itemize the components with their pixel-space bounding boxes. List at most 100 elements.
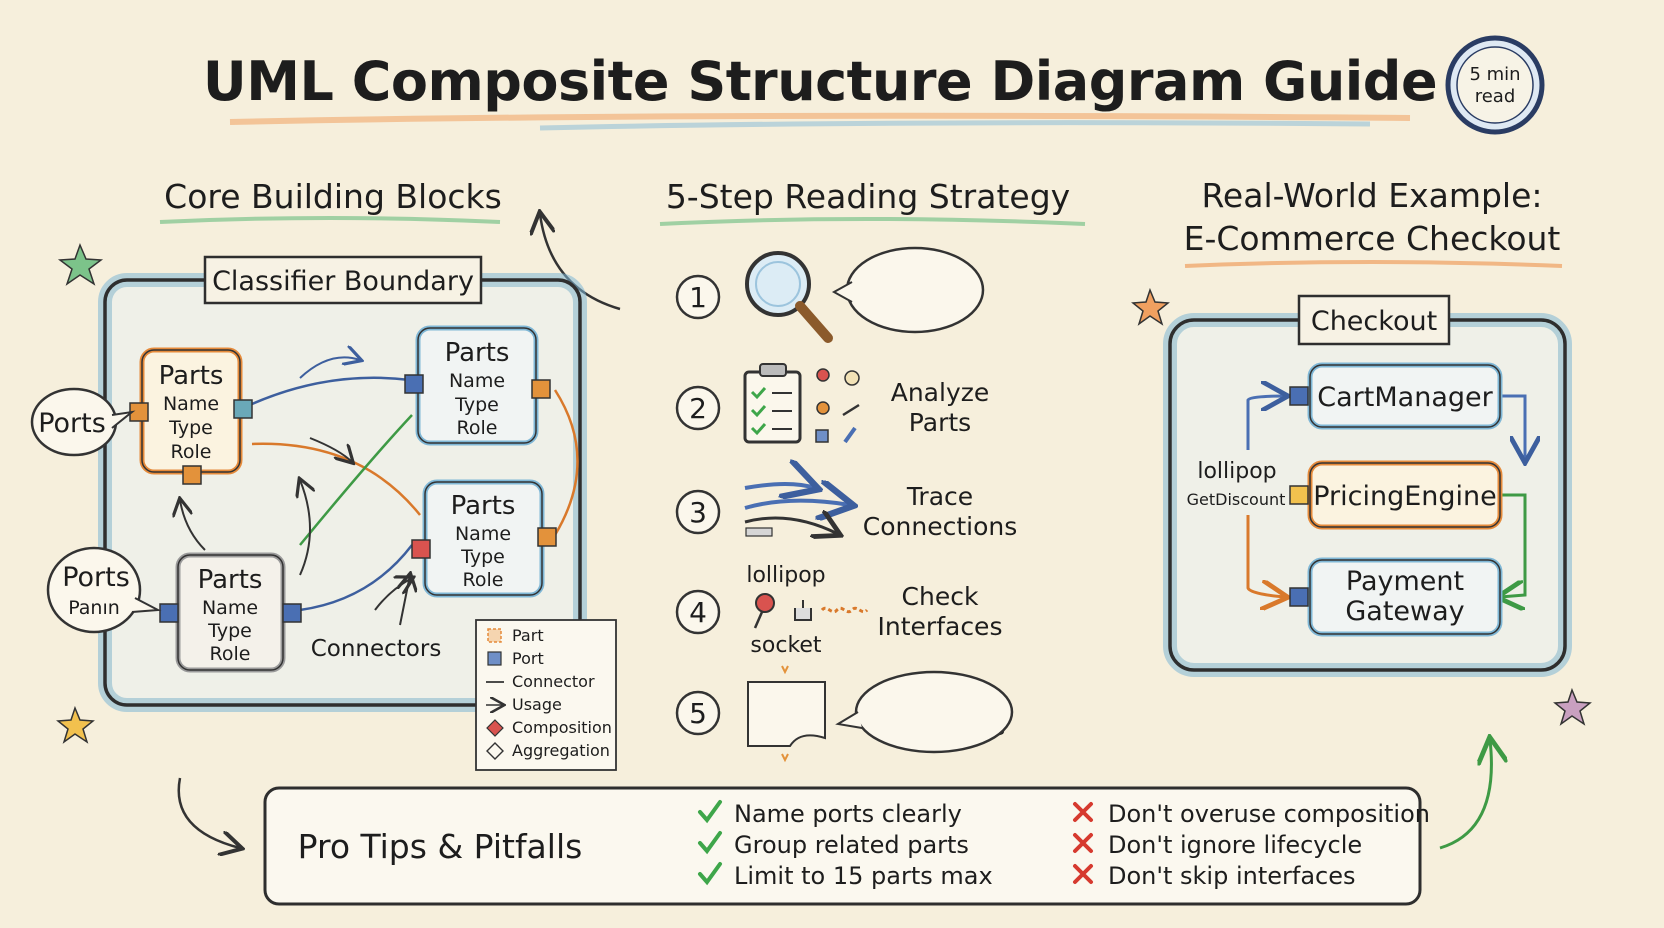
step-number-circle (675, 385, 721, 431)
tips-box (263, 786, 1422, 906)
tips-section: Pro Tips & Pitfalls Name ports clearlyGr… (177, 740, 1492, 906)
svg-text:Parts: Parts (445, 338, 510, 368)
read-time-line2: read (1475, 86, 1516, 107)
svg-text:Role: Role (457, 417, 498, 439)
lollipop-note: lollipop (746, 563, 825, 588)
classifier-boundary-label: Classifier Boundary (212, 266, 474, 297)
magnifier-icon (745, 251, 833, 343)
step-number-circle (675, 690, 721, 736)
star-icon (56, 705, 95, 744)
svg-text:Ports: Ports (62, 562, 130, 593)
strategy-heading: 5-Step Reading Strategy (666, 177, 1070, 216)
step-label-line2: Connections (863, 512, 1017, 541)
identify-context-bubble (831, 246, 985, 334)
checkout-label: Checkout (1311, 306, 1437, 337)
port-square (282, 603, 302, 623)
port-square (159, 603, 179, 623)
step-number: 4 (689, 596, 707, 629)
connectors-label: Connectors (311, 636, 442, 662)
step-number-circle (675, 274, 721, 320)
socket-note: socket (750, 633, 822, 658)
read-time-line1: 5 min (1469, 64, 1520, 85)
legend-label-usage: Usage (512, 695, 562, 714)
cross-icon (1073, 802, 1093, 822)
step-label-line2: Parts (909, 408, 971, 437)
ports-callout: Ports (30, 387, 136, 457)
port-square (1289, 485, 1309, 505)
svg-text:Type: Type (168, 417, 213, 439)
part-box: Parts Name Type Role (159, 552, 302, 673)
page-title: UML Composite Structure Diagram Guide (203, 50, 1437, 113)
cross-icon (1073, 864, 1093, 884)
check-icon (698, 862, 722, 886)
tip-do: Name ports clearly (734, 800, 962, 828)
lollipop-label: lollipop (1197, 459, 1276, 484)
svg-text:Type: Type (207, 620, 252, 642)
star-icon (1553, 687, 1592, 726)
part-box: Parts Name Type Role (411, 479, 557, 598)
tip-do: Group related parts (734, 831, 969, 859)
svg-text:CartManager: CartManager (1317, 382, 1493, 413)
step-number-circle (675, 489, 721, 535)
port-square (1289, 386, 1309, 406)
svg-text:Role: Role (210, 643, 251, 665)
step-number-circle (675, 589, 721, 635)
lollipop-socket-icon (753, 593, 869, 629)
star-icon (1131, 287, 1170, 326)
port-square (182, 465, 202, 485)
port-square (537, 527, 557, 547)
svg-text:Name: Name (163, 393, 219, 415)
svg-text:Name: Name (455, 523, 511, 545)
check-icon (698, 800, 722, 824)
example-heading-line1: Real-World Example: (1201, 176, 1542, 215)
svg-text:Type: Type (454, 394, 499, 416)
port-square (411, 539, 431, 559)
tips-heading: Pro Tips & Pitfalls (298, 827, 583, 866)
ports-callout-text: Ports (38, 408, 106, 439)
example-heading-line2: E-Commerce Checkout (1184, 219, 1561, 258)
legend-label-port: Port (512, 649, 544, 668)
svg-text:Name: Name (449, 370, 505, 392)
clipboard-icon (743, 363, 860, 444)
star-icon (57, 242, 104, 286)
step-label-line1: Check (902, 582, 979, 611)
svg-text:PricingEngine: PricingEngine (1313, 481, 1497, 512)
building-blocks-heading: Core Building Blocks (164, 177, 502, 216)
title-block: UML Composite Structure Diagram Guide (203, 50, 1438, 131)
legend-label-composition: Composition (512, 718, 612, 737)
payment-gateway-line2: Gateway (1345, 596, 1464, 627)
svg-text:Role: Role (171, 441, 212, 463)
svg-text:Type: Type (460, 546, 505, 568)
port-square (233, 399, 253, 419)
legend-label-aggregation: Aggregation (512, 741, 610, 760)
port-square (531, 379, 551, 399)
get-discount-label: GetDiscount (1187, 490, 1286, 509)
port-square (1289, 587, 1309, 607)
step-label-line1: Analyze (891, 378, 990, 407)
legend: PartPortConnectorUsageCompositionAggrega… (475, 619, 617, 771)
step-label-line2: Interfaces (878, 612, 1003, 641)
legend-label-connector: Connector (512, 672, 595, 691)
payment-gateway-part: Payment Gateway (1289, 557, 1503, 637)
tip-dont: Don't skip interfaces (1108, 862, 1356, 890)
payment-gateway-line1: Payment (1346, 566, 1464, 597)
note-icon (747, 665, 826, 763)
part-box: Parts Name Type Role (404, 325, 551, 446)
svg-text:Parts: Parts (159, 361, 224, 391)
part-box: Parts Name Type Role (129, 347, 253, 485)
legend-label-part: Part (512, 626, 544, 645)
validate-constraints-bubble (835, 670, 1014, 754)
svg-text:Parts: Parts (198, 565, 263, 595)
svg-text:Name: Name (202, 597, 258, 619)
svg-text:Panın: Panın (68, 597, 120, 619)
read-time-badge: 5 min read (1445, 35, 1545, 135)
example-section: Real-World Example: E-Commerce Checkout … (1131, 176, 1592, 726)
step-number: 2 (689, 392, 707, 425)
svg-text:Parts: Parts (451, 491, 516, 521)
step-number: 1 (689, 281, 707, 314)
svg-text:Role: Role (463, 569, 504, 591)
